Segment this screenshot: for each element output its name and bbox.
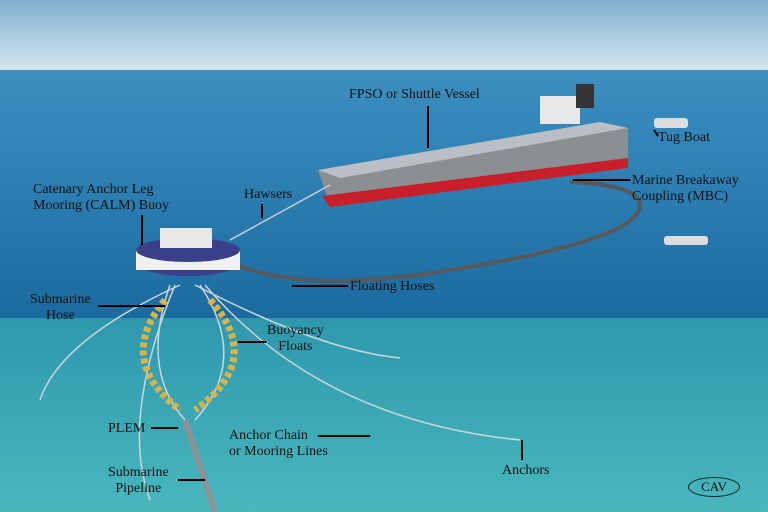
label-fpso: FPSO or Shuttle Vessel (349, 87, 480, 102)
label-buoyancy-line1: Buoyancy (267, 323, 324, 338)
label-pipeline-line2: Pipeline (115, 481, 162, 496)
tug-boat (654, 118, 688, 128)
label-submarine-hose-line1: Submarine (30, 292, 91, 307)
label-tug-boat: Tug Boat (658, 130, 711, 145)
calm-buoy (136, 228, 240, 276)
label-pipeline-line1: Submarine (108, 465, 169, 480)
label-floating-hoses: Floating Hoses (350, 279, 435, 294)
hawser-line (229, 184, 331, 241)
label-plem: PLEM (108, 421, 146, 436)
label-buoyancy-floats: Buoyancy Floats (267, 323, 324, 355)
label-submarine-hose-line2: Hose (45, 308, 75, 323)
label-calm-line2: Mooring (CALM) Buoy (33, 198, 170, 213)
label-anchor-chain-line1: Anchor Chain (229, 428, 308, 443)
cav-logo: CAV (688, 477, 740, 497)
floating-hose-line (229, 180, 643, 283)
label-submarine-pipeline: Submarine Pipeline (108, 465, 169, 497)
label-calm-line1: Catenary Anchor Leg (33, 182, 154, 197)
label-anchor-chain: Anchor Chain or Mooring Lines (229, 428, 328, 460)
buoyancy-floats (139, 297, 238, 413)
label-mbc-line2: Coupling (MBC) (632, 189, 729, 204)
label-calm-buoy: Catenary Anchor Leg Mooring (CALM) Buoy (33, 182, 169, 214)
fpso-vessel (318, 84, 628, 207)
submarine-pipeline (182, 419, 218, 512)
small-boat (664, 236, 708, 245)
label-hawsers: Hawsers (244, 187, 293, 202)
label-anchors: Anchors (502, 463, 550, 478)
label-buoyancy-line2: Floats (278, 339, 313, 354)
sky (0, 0, 768, 72)
label-submarine-hose: Submarine Hose (30, 292, 91, 324)
label-mbc: Marine Breakaway Coupling (MBC) (632, 173, 739, 205)
label-anchor-chain-line2: or Mooring Lines (229, 444, 328, 459)
underwater (0, 318, 768, 512)
label-mbc-line1: Marine Breakaway (632, 173, 739, 188)
